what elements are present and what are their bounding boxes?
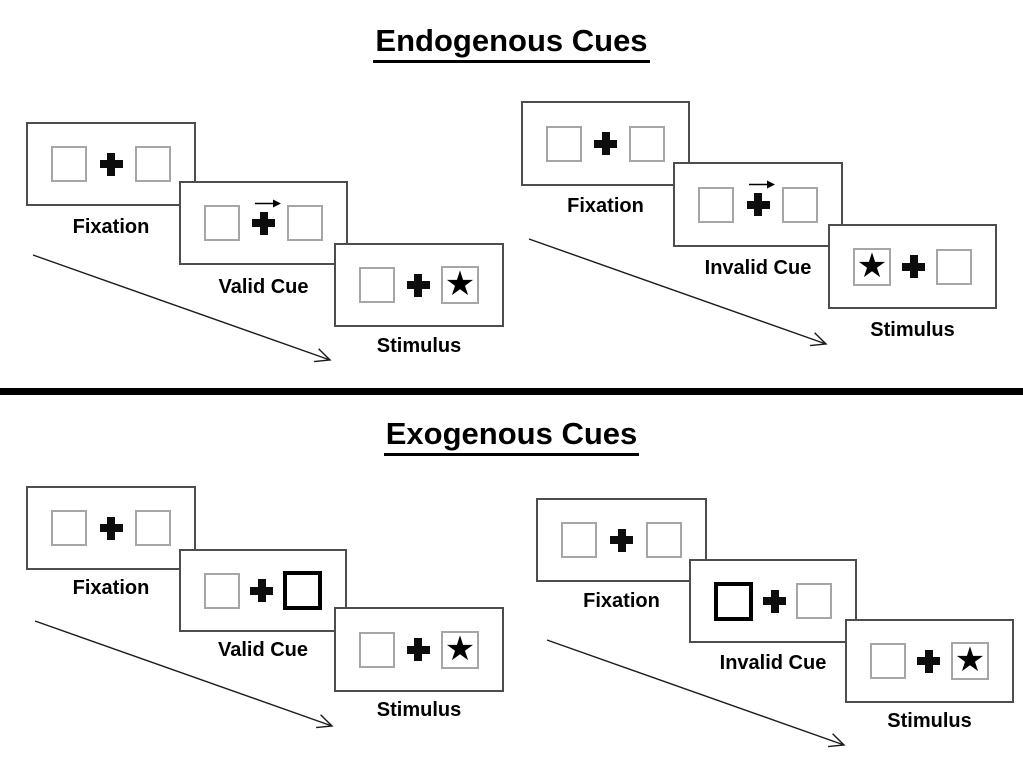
right-box (782, 186, 818, 223)
right-box (936, 248, 972, 285)
screen-center (406, 273, 430, 297)
fixation-cross-icon (99, 516, 123, 540)
left-box (51, 146, 87, 182)
fixation-screen-card (26, 122, 196, 206)
screen-center (99, 152, 123, 176)
card-label: Invalid Cue (719, 652, 827, 674)
right-box (796, 583, 832, 619)
cue-screen-card (179, 549, 347, 632)
fixation-cross-icon (99, 152, 123, 176)
endogenous-title: Endogenous Cues (0, 23, 1023, 64)
right-box (135, 146, 171, 182)
cue-highlight-box (714, 581, 753, 621)
stimulus-screen-card: ★ (828, 224, 997, 309)
exogenous-title: Exogenous Cues (0, 416, 1023, 457)
screen-center (99, 516, 123, 540)
fixation-screen-card (536, 498, 707, 582)
fixation-cross-icon (406, 638, 430, 661)
fixation-cross-icon (746, 193, 770, 216)
target-star-icon: ★ (444, 265, 476, 303)
sequence-arrow-icon (528, 238, 828, 347)
card-label: Fixation (583, 590, 660, 612)
fixation-cross-icon (406, 273, 430, 297)
section-divider (0, 388, 1023, 395)
card-label: Stimulus (376, 335, 462, 357)
fixation-screen-card (26, 486, 196, 570)
target-star-icon: ★ (856, 246, 888, 285)
exogenous-title-text: Exogenous Cues (383, 416, 640, 457)
fixation-cross-icon (252, 211, 275, 235)
sequence-arrow-icon (32, 254, 332, 363)
stimulus-screen-card: ★ (845, 619, 1014, 703)
left-box (359, 631, 395, 668)
screen-center (746, 180, 775, 216)
card-label: Stimulus (870, 319, 955, 341)
left-box (359, 267, 395, 303)
fixation-cross-icon (610, 528, 633, 552)
endogenous-title-text: Endogenous Cues (373, 23, 650, 64)
target-star-box: ★ (441, 629, 479, 669)
screen-center (763, 589, 786, 613)
cue-arrow-icon (254, 199, 281, 207)
fixation-cross-icon (763, 589, 786, 613)
screen-center (594, 132, 617, 155)
screen-center (917, 649, 940, 673)
card-label: Valid Cue (217, 639, 309, 661)
right-box (646, 522, 682, 558)
card-label: Stimulus (887, 710, 972, 732)
cue-arrow-icon (749, 180, 775, 189)
cue-screen-card (689, 559, 857, 643)
right-box (135, 510, 171, 546)
target-star-box: ★ (853, 246, 891, 286)
left-box (51, 510, 87, 546)
left-box (204, 572, 240, 609)
right-box (287, 205, 323, 241)
stimulus-screen-card: ★ (334, 243, 504, 327)
screen-center (252, 199, 281, 235)
sequence-arrow-icon (546, 639, 846, 748)
card-label: Stimulus (376, 699, 462, 721)
target-star-icon: ★ (954, 641, 986, 679)
stimulus-screen-card: ★ (334, 607, 504, 692)
screen-center (250, 579, 273, 602)
left-box (561, 522, 597, 558)
sequence-arrow-icon (34, 620, 334, 729)
screen-center (406, 638, 430, 661)
target-star-box: ★ (441, 266, 479, 304)
left-box (204, 205, 240, 241)
cue-screen-card (179, 181, 348, 265)
target-star-icon: ★ (444, 629, 476, 668)
card-label: Fixation (72, 577, 150, 599)
screen-center (902, 255, 925, 278)
cue-screen-card (673, 162, 843, 247)
cue-highlight-box (283, 571, 322, 610)
left-box (546, 125, 582, 162)
fixation-cross-icon (917, 649, 940, 673)
fixation-cross-icon (250, 579, 273, 602)
card-label: Invalid Cue (704, 257, 812, 279)
left-box (698, 186, 734, 223)
target-star-box: ★ (951, 642, 989, 680)
card-label: Fixation (567, 195, 644, 217)
fixation-cross-icon (594, 132, 617, 155)
card-label: Valid Cue (218, 276, 309, 298)
screen-center (610, 528, 633, 552)
fixation-cross-icon (902, 255, 925, 278)
card-label: Fixation (72, 216, 150, 238)
right-box (629, 125, 665, 162)
left-box (870, 643, 906, 679)
fixation-screen-card (521, 101, 690, 186)
